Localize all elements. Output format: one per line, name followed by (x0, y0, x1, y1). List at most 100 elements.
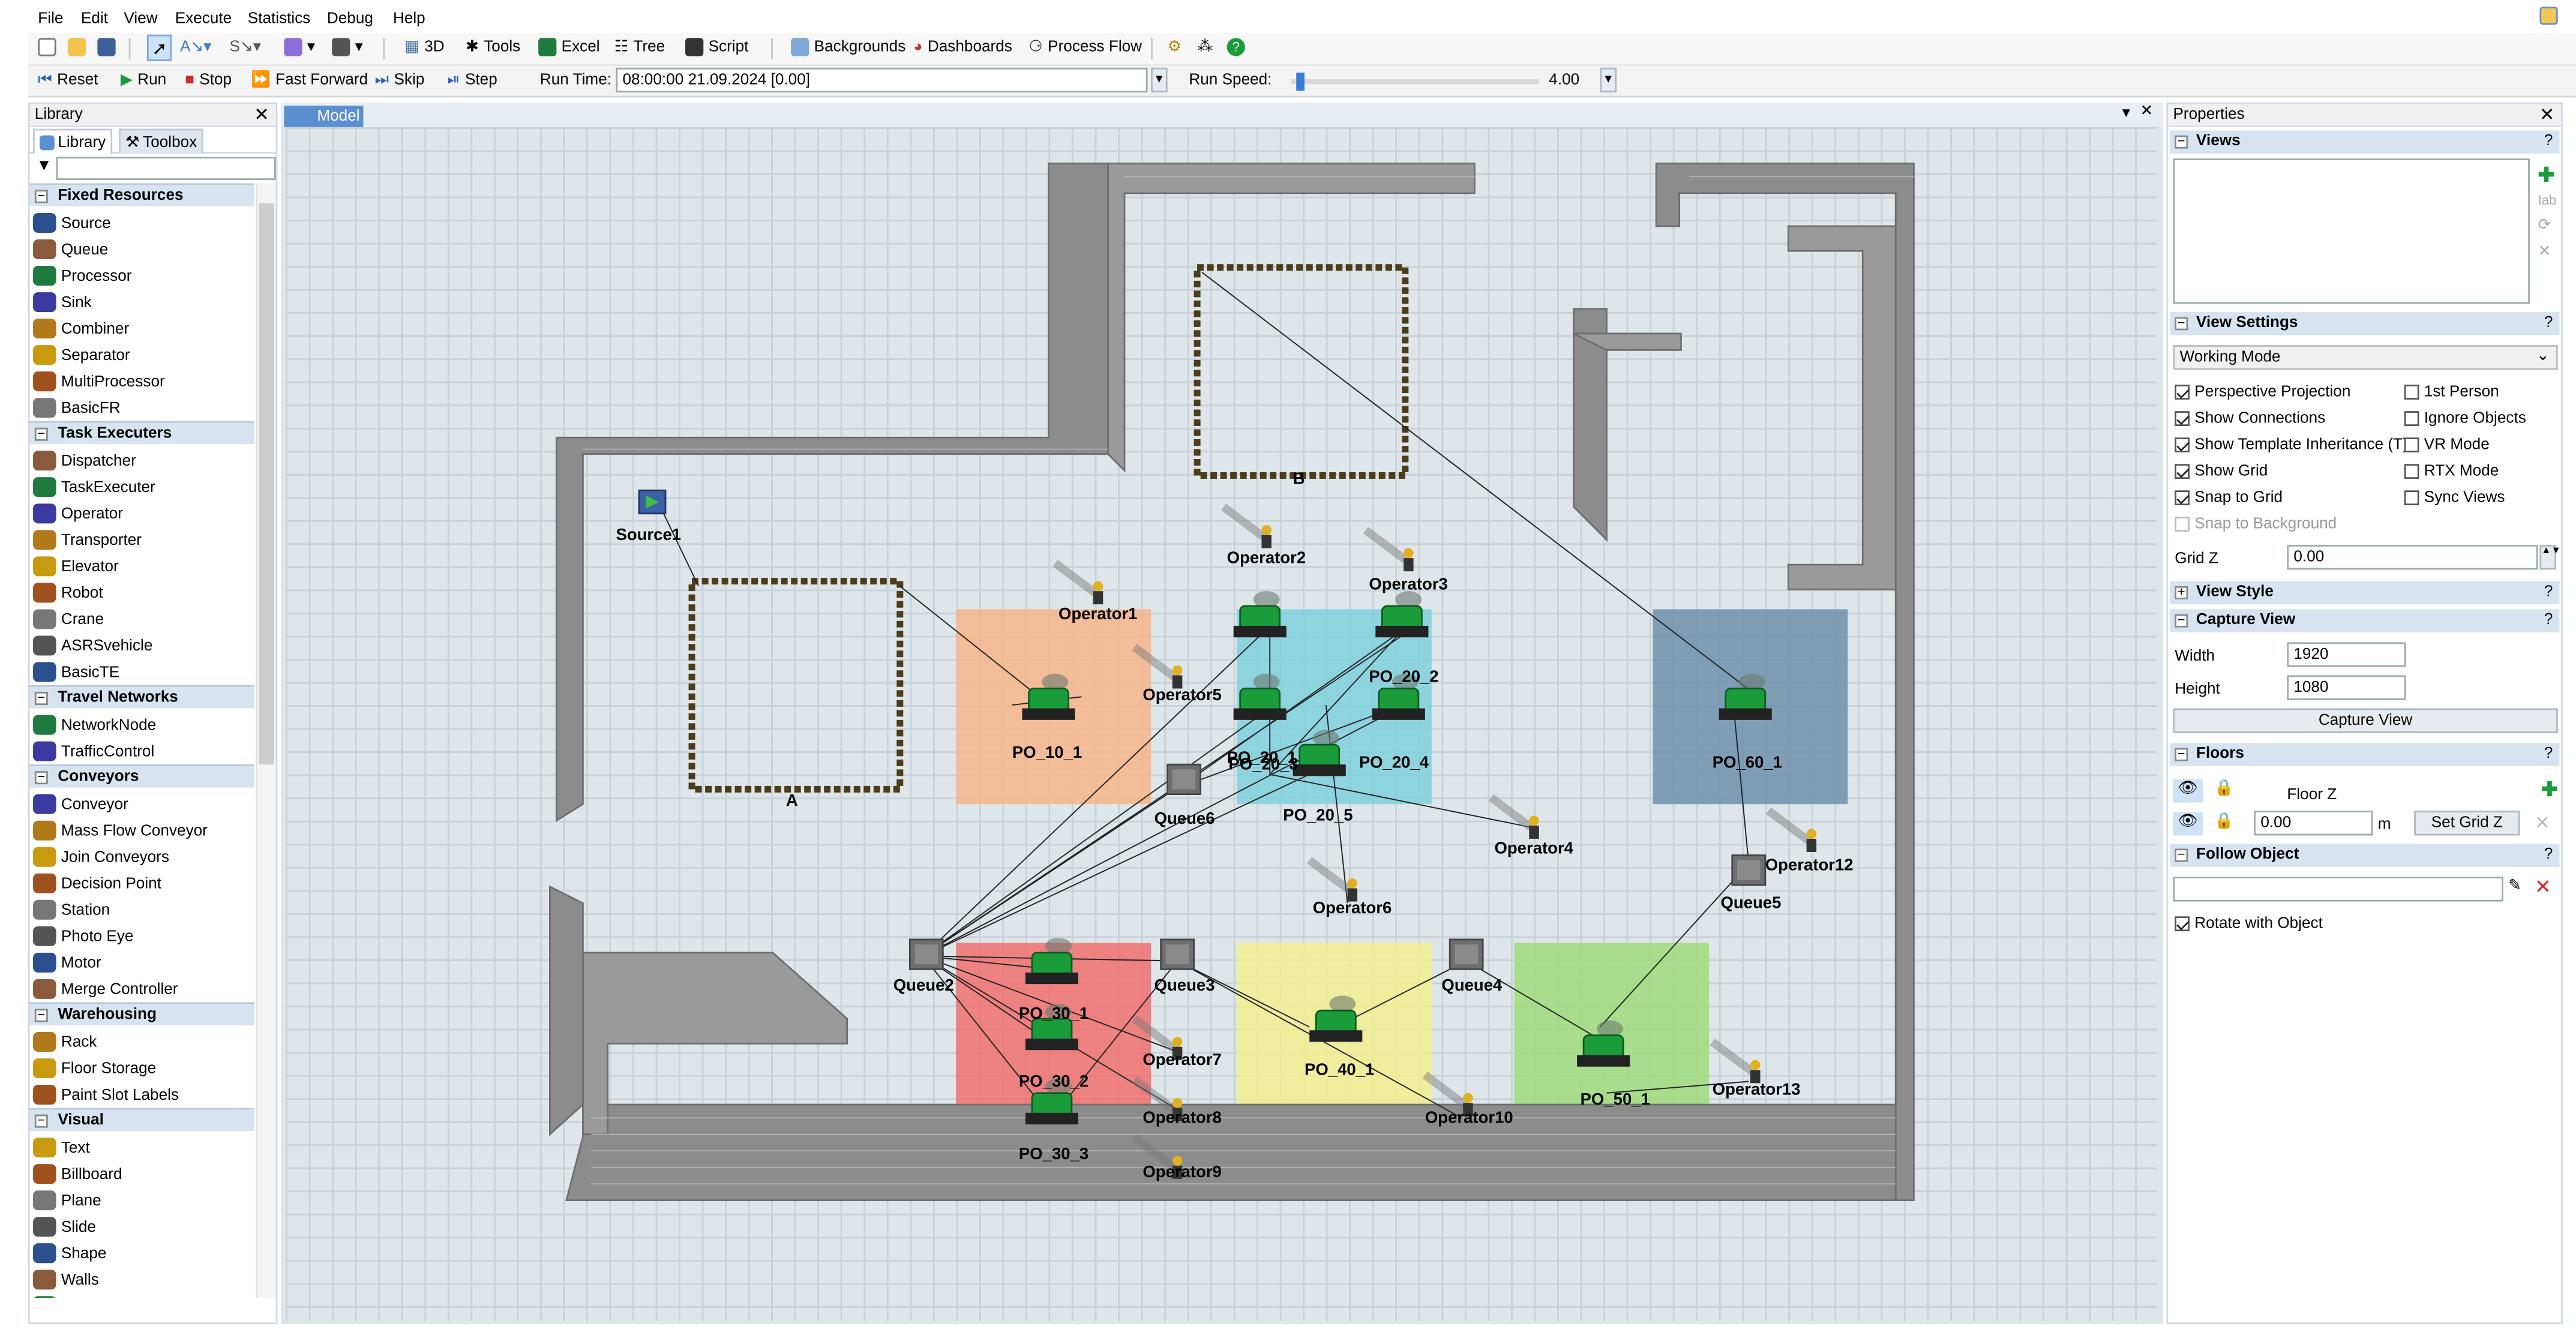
processor-machine[interactable] (1293, 730, 1346, 776)
help-icon[interactable]: ? (2544, 611, 2553, 629)
processor-machine[interactable] (1233, 591, 1286, 638)
library-item-networknode[interactable]: NetworkNode (33, 712, 156, 738)
library-item-crane[interactable]: Crane (33, 606, 104, 632)
library-item-elevator[interactable]: Elevator (33, 553, 119, 580)
1st-person-checkbox[interactable]: 1st Person (2404, 383, 2499, 401)
close-model-icon[interactable]: ✕ (2140, 102, 2154, 121)
collapse-icon[interactable]: − (34, 1008, 48, 1022)
refresh-view-icon[interactable]: ⟳ (2538, 216, 2551, 235)
library-item-photo-eye[interactable]: Photo Eye (33, 923, 133, 949)
snap-to-background-checkbox[interactable]: Snap to Background (2175, 515, 2337, 533)
processor-machine[interactable] (1025, 1004, 1078, 1051)
library-item-join-conveyors[interactable]: Join Conveyors (33, 844, 169, 870)
library-item-processor[interactable]: Processor (33, 263, 132, 289)
operator-figure[interactable] (1132, 644, 1183, 689)
menu-execute[interactable]: Execute (175, 10, 232, 28)
btn-process-flow[interactable]: ⚆Process Flow (1028, 38, 1142, 56)
library-item-sink[interactable]: Sink (33, 289, 92, 316)
library-item-decision-point[interactable]: Decision Point (33, 870, 161, 896)
new-file-icon[interactable] (38, 38, 56, 56)
grid-z-spinner[interactable]: ▲▼ (2539, 545, 2561, 570)
run-time-field[interactable]: 08:00:00 21.09.2024 [0.00] (616, 67, 1148, 93)
reset-button[interactable]: ⏮Reset (38, 71, 98, 89)
library-item-transporter[interactable]: Transporter (33, 527, 142, 553)
show-connections-checkbox[interactable]: Show Connections (2175, 409, 2325, 428)
operator-figure[interactable] (1221, 503, 1271, 548)
section-view-style[interactable]: +View Style? (2169, 581, 2560, 605)
library-item-basicte[interactable]: BasicTE (33, 659, 119, 685)
operator-figure[interactable] (1132, 1076, 1183, 1121)
operator-figure[interactable] (1307, 857, 1358, 902)
run-speed-dropdown[interactable]: ▼ (1600, 67, 1617, 93)
area-b[interactable] (1193, 264, 1409, 479)
floor-z-field[interactable]: 0.00 (2254, 811, 2373, 836)
collapse-icon[interactable]: − (34, 427, 48, 441)
library-item-separator[interactable]: Separator (33, 342, 130, 368)
library-item-shape[interactable]: Shape (33, 1240, 106, 1267)
menu-file[interactable]: File (38, 10, 64, 28)
processor-machine[interactable] (1577, 1020, 1630, 1067)
floor-lock-icon[interactable]: 🔒 (2214, 779, 2234, 798)
library-item-combiner[interactable]: Combiner (33, 316, 129, 342)
processor-machine[interactable] (1375, 591, 1429, 638)
library-item-billboard[interactable]: Billboard (33, 1161, 122, 1187)
library-item-station[interactable]: Station (33, 896, 110, 923)
menu-view[interactable]: View (124, 10, 158, 28)
processor-machine[interactable] (1022, 673, 1075, 720)
stop-button[interactable]: ■Stop (185, 71, 232, 89)
floor-lock-icon[interactable]: 🔒 (2214, 812, 2234, 831)
section-floors[interactable]: −Floors? (2169, 743, 2560, 766)
section-capture-view[interactable]: −Capture View? (2169, 609, 2560, 632)
operator-figure[interactable] (1363, 526, 1414, 572)
width-field[interactable]: 1920 (2287, 642, 2406, 667)
operator-figure[interactable] (1766, 807, 1817, 852)
disconnect-mode-icon[interactable]: S↘▾ (229, 38, 262, 56)
library-item-conveyor[interactable]: Conveyor (33, 791, 128, 817)
close-icon[interactable]: ✕ (254, 106, 269, 126)
btn-script[interactable]: Script (685, 38, 748, 56)
processor-machine[interactable] (1025, 1078, 1078, 1125)
collapse-icon[interactable]: − (34, 691, 48, 706)
library-item-rack[interactable]: Rack (33, 1028, 97, 1055)
processor-machine[interactable] (1719, 673, 1772, 720)
library-item-robot[interactable]: Robot (33, 580, 103, 606)
height-field[interactable]: 1080 (2287, 675, 2406, 700)
category-travel-networks[interactable]: −Travel Networks (29, 685, 254, 709)
category-visual[interactable]: −Visual (29, 1108, 254, 1132)
library-scrollbar[interactable] (256, 183, 276, 1298)
operator-figure[interactable] (1488, 794, 1539, 839)
follow-object-field[interactable] (2173, 877, 2503, 902)
show-template-inheritance-t--checkbox[interactable]: Show Template Inheritance (T) (2175, 436, 2408, 454)
connect-mode-icon[interactable]: A↘▾ (179, 38, 212, 56)
step-button[interactable]: ⏯Step (447, 71, 497, 89)
library-item-floor-storage[interactable]: Floor Storage (33, 1055, 156, 1081)
library-item-queue[interactable]: Queue (33, 236, 108, 263)
library-item-motor[interactable]: Motor (33, 949, 101, 976)
library-item-source[interactable]: Source (33, 209, 111, 236)
grid-z-field[interactable]: 0.00 (2287, 545, 2538, 570)
library-item-light[interactable]: Light (33, 1293, 95, 1298)
fast-forward-button[interactable]: ⏩Fast Forward (251, 71, 368, 89)
btn-3d[interactable]: ▦3D (404, 38, 445, 56)
processor-machine[interactable] (1309, 995, 1363, 1042)
open-folder-icon[interactable] (67, 38, 86, 56)
btn-tools[interactable]: ✱Tools (466, 38, 521, 56)
library-item-dispatcher[interactable]: Dispatcher (33, 448, 136, 474)
operator-figure[interactable] (1710, 1038, 1761, 1084)
library-item-basicfr[interactable]: BasicFR (33, 395, 121, 421)
run-speed-slider[interactable] (1291, 73, 1539, 91)
library-item-asrsvehicle[interactable]: ASRSvehicle (33, 632, 152, 659)
select-mode-icon[interactable]: ➚ (146, 34, 172, 61)
rename-view-icon[interactable]: Iab (2538, 193, 2557, 208)
help-icon[interactable]: ? (2544, 132, 2553, 151)
tab-library[interactable]: Library (33, 128, 113, 154)
category-task-executers[interactable]: −Task Executers (29, 421, 254, 445)
add-floor-icon[interactable]: ✚ (2541, 778, 2558, 801)
btn-excel[interactable]: Excel (538, 38, 600, 56)
show-grid-checkbox[interactable]: Show Grid (2175, 463, 2268, 481)
model-tree-icon[interactable]: ⁂ (1197, 38, 1213, 56)
help-icon[interactable]: ? (2544, 313, 2553, 332)
processor-machine[interactable] (1025, 938, 1078, 985)
perspective-projection-checkbox[interactable]: Perspective Projection (2175, 383, 2350, 401)
